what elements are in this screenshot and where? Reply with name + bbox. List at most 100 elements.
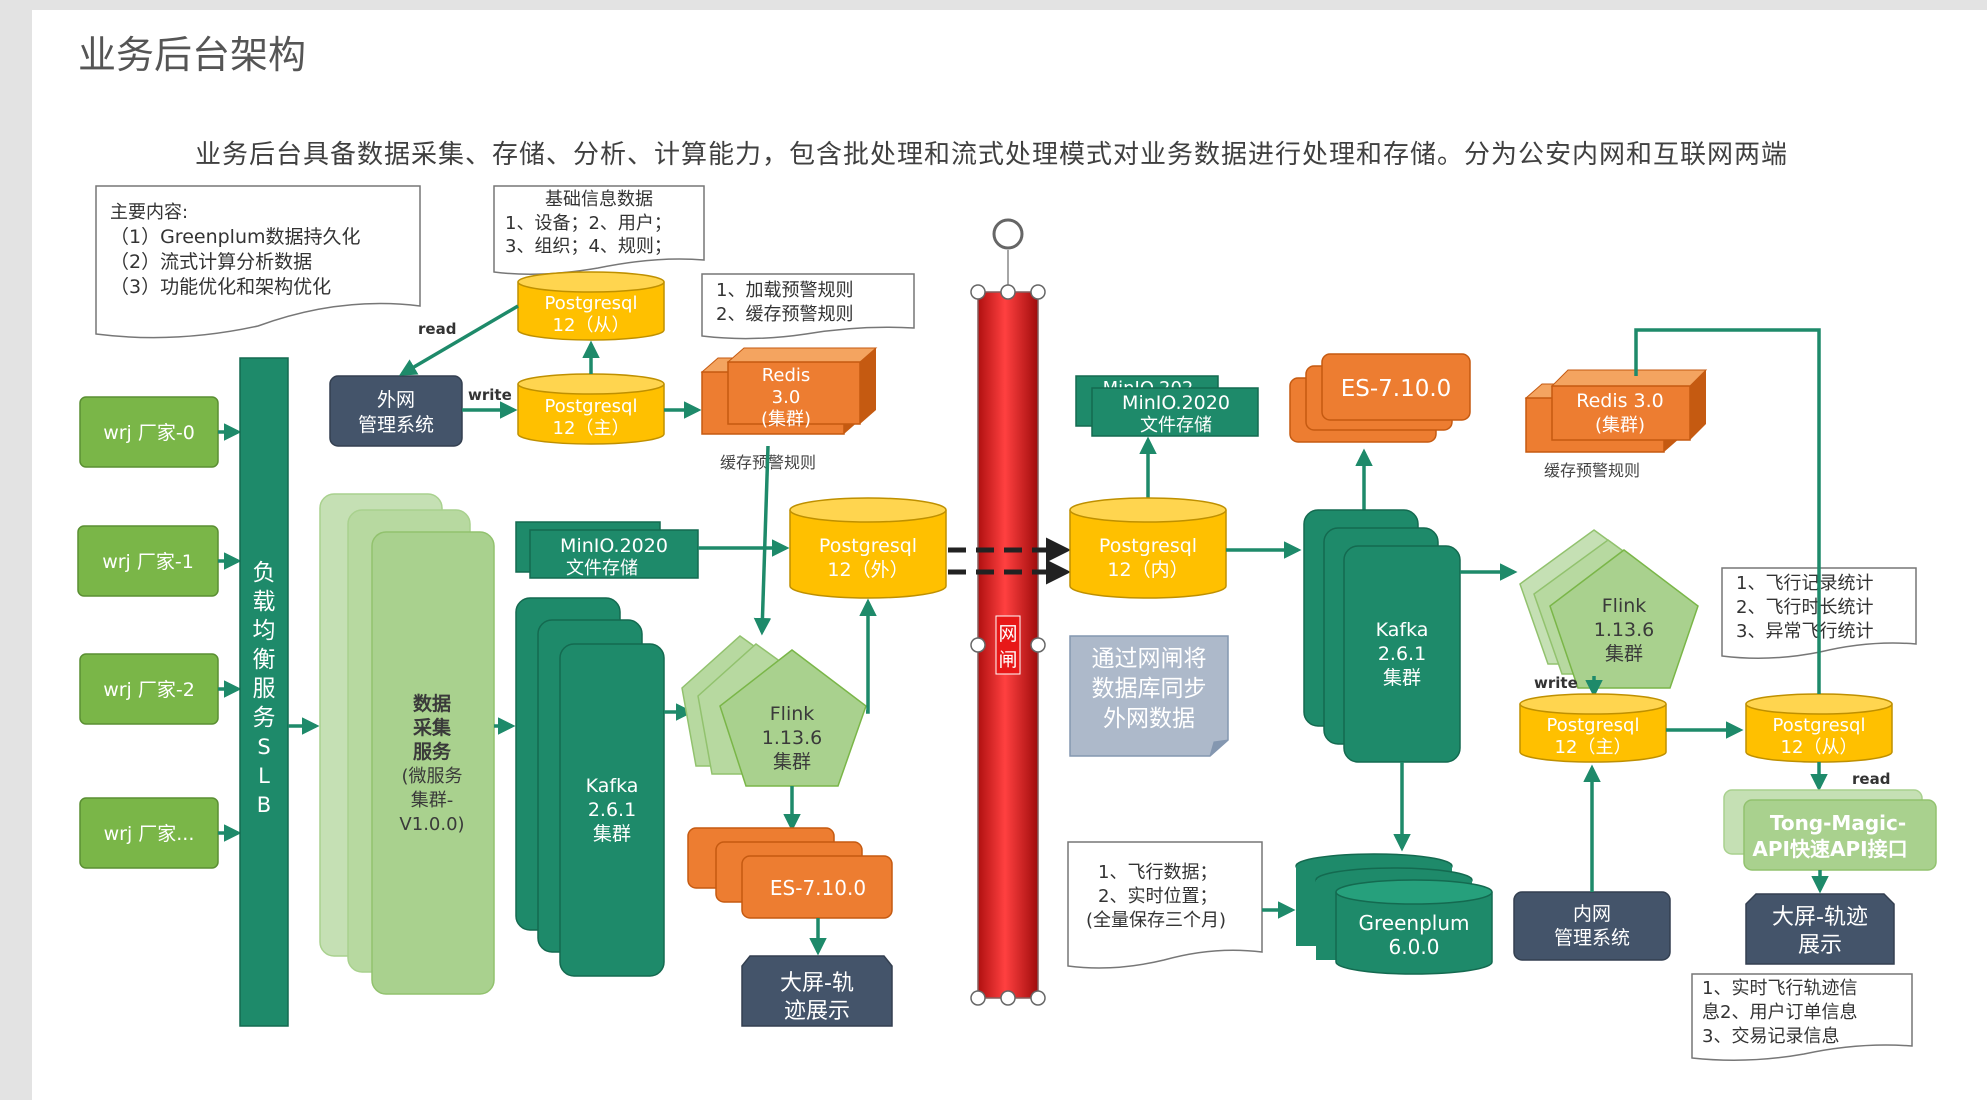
pg-master-int-line1: Postgresql: [1547, 715, 1640, 736]
collector-line1: 数据: [413, 692, 451, 715]
greenplum-line1: Greenplum: [1359, 911, 1470, 935]
big-screen-external: 大屏-轨 迹展示: [741, 955, 893, 1027]
pg-slave-ext-line2: 12（从）: [553, 315, 630, 336]
slb-char-3: 衡: [253, 647, 276, 673]
kafka-int-line1: Kafka: [1376, 619, 1429, 641]
redis-ext-line2: 3.0: [772, 387, 801, 408]
api-line2: API快速API接口: [1752, 837, 1907, 861]
slb-char-6: S: [257, 735, 270, 759]
note-flight-line2: 2、实时位置；: [1098, 886, 1217, 907]
pg-outer-line1: Postgresql: [819, 535, 917, 557]
pg-master-ext-line1: Postgresql: [545, 396, 638, 417]
note-main-line4: （3）功能优化和架构优化: [110, 276, 331, 298]
kafka-int-line2: 2.6.1: [1378, 643, 1426, 665]
es-ext-label: ES-7.10.0: [770, 876, 866, 900]
note-main-line3: （2）流式计算分析数据: [110, 251, 312, 273]
slb-char-1: 载: [253, 589, 276, 615]
edge-read-int: read: [1852, 770, 1890, 788]
slb-char-8: B: [257, 793, 271, 817]
pg-master-int-line2: 12（主）: [1555, 737, 1632, 758]
slb-char-4: 服: [253, 676, 276, 702]
pg-outer-line2: 12（外）: [827, 559, 908, 581]
note-realtime: 1、实时飞行轨迹信 息2、用户订单信息 3、交易记录信息: [1691, 973, 1913, 1061]
external-management-system: 外网 管理系统: [329, 375, 463, 447]
flink-int-line3: 集群: [1605, 643, 1643, 665]
note-alert-rules: 1、加载预警规则 2、缓存预警规则: [701, 273, 915, 340]
note-alert-line2: 2、缓存预警规则: [716, 304, 853, 325]
screen-int-line2: 展示: [1798, 933, 1842, 958]
kafka-int-line3: 集群: [1383, 667, 1421, 689]
api-line1: Tong-Magic-: [1770, 811, 1906, 835]
gateway-note-line2: 数据库同步: [1092, 676, 1207, 702]
redis-ext-line3: (集群): [761, 409, 811, 430]
int-mgmt-line1: 内网: [1573, 903, 1611, 925]
flink-int-line2: 1.13.6: [1594, 619, 1654, 641]
collector-line4: (微服务: [401, 766, 462, 787]
note-flight-line3: (全量保存三个月): [1086, 910, 1226, 931]
note-main-content: 主要内容: （1）Greenplum数据持久化 （2）流式计算分析数据 （3）功…: [95, 185, 421, 339]
pg-inner-line2: 12（内）: [1107, 559, 1188, 581]
collector-line2: 采集: [413, 716, 452, 739]
postgresql-master-external: Postgresql 12（主）: [517, 373, 665, 445]
kafka-cluster-external: Kafka 2.6.1 集群: [515, 597, 665, 977]
slb-char-2: 均: [253, 618, 276, 644]
flink-cluster-external: Flink 1.13.6 集群: [681, 635, 867, 787]
minio-int-line1: MinIO.2020: [1122, 392, 1230, 414]
tong-magic-api: Tong-Magic- API快速API接口: [1723, 789, 1937, 871]
postgresql-slave-external: Postgresql 12（从）: [517, 271, 665, 341]
es-int-label: ES-7.10.0: [1341, 376, 1452, 402]
vendor-0-label: wrj 厂家-0: [103, 422, 195, 444]
flink-ext-line2: 1.13.6: [762, 727, 822, 749]
vendor-1-label: wrj 厂家-1: [102, 551, 194, 573]
kafka-cluster-internal: Kafka 2.6.1 集群: [1303, 509, 1461, 763]
elasticsearch-internal: ES-7.10.0: [1289, 353, 1471, 443]
vendor-n-label: wrj 厂家...: [104, 823, 195, 845]
greenplum-line2: 6.0.0: [1389, 935, 1440, 959]
note-stats-line1: 1、飞行记录统计: [1736, 573, 1873, 594]
vendor-2-label: wrj 厂家-2: [103, 679, 195, 701]
flink-ext-line3: 集群: [773, 751, 811, 773]
postgresql-master-internal: Postgresql 12（主）: [1519, 693, 1667, 763]
vendor-n: wrj 厂家...: [79, 797, 219, 869]
collector-line6: V1.0.0): [399, 814, 464, 835]
screen-ext-line1: 大屏-轨: [780, 971, 854, 996]
edge-write-ext: write: [468, 386, 512, 404]
note-stats-line2: 2、飞行时长统计: [1736, 597, 1873, 618]
slb-char-5: 务: [253, 705, 276, 731]
minio-ext-line1: MinIO.2020: [560, 535, 668, 557]
data-collection-service: 数据 采集 服务 (微服务 集群- V1.0.0): [319, 493, 495, 995]
postgresql-outer: Postgresql 12（外）: [789, 497, 947, 599]
edge-write-int: write: [1534, 674, 1578, 692]
note-alert-line1: 1、加载预警规则: [716, 280, 853, 301]
gateway-note-line1: 通过网闸将: [1092, 646, 1207, 672]
int-mgmt-line2: 管理系统: [1554, 927, 1630, 949]
pg-slave-int-line2: 12（从）: [1781, 737, 1858, 758]
pg-slave-ext-line1: Postgresql: [545, 293, 638, 314]
screen-ext-line2: 迹展示: [784, 999, 850, 1024]
redis-cluster-external: Redis 3.0 (集群): [700, 347, 878, 435]
note-realtime-line3: 3、交易记录信息: [1702, 1026, 1839, 1047]
vendor-0: wrj 厂家-0: [79, 396, 219, 468]
greenplum-database: Greenplum 6.0.0: [1295, 853, 1493, 975]
flink-int-line1: Flink: [1602, 595, 1647, 617]
flink-ext-line1: Flink: [770, 703, 815, 725]
note-main-line1: 主要内容:: [110, 202, 188, 223]
note-base-data: 基础信息数据 1、设备；2、用户； 3、组织；4、规则；: [493, 185, 705, 275]
slb-char-7: L: [258, 764, 270, 788]
screen-int-line1: 大屏-轨迹: [1772, 905, 1868, 930]
collector-line5: 集群-: [411, 790, 454, 811]
redis-ext-line1: Redis: [762, 365, 811, 386]
rotate-handle-icon: [992, 218, 1024, 250]
network-gateway: 网 闸: [970, 218, 1046, 1006]
elasticsearch-external: ES-7.10.0: [687, 827, 893, 919]
note-main-line2: （1）Greenplum数据持久化: [110, 226, 361, 248]
note-base-line3: 3、组织；4、规则；: [505, 236, 672, 257]
postgresql-slave-internal: Postgresql 12（从）: [1745, 693, 1893, 763]
slb-char-0: 负: [253, 560, 276, 586]
minio-ext-line2: 文件存储: [566, 558, 638, 579]
postgresql-inner: Postgresql 12（内）: [1069, 497, 1227, 599]
collector-line3: 服务: [413, 740, 452, 763]
gateway-note-line3: 外网数据: [1103, 706, 1195, 732]
pg-master-ext-line2: 12（主）: [553, 418, 630, 439]
